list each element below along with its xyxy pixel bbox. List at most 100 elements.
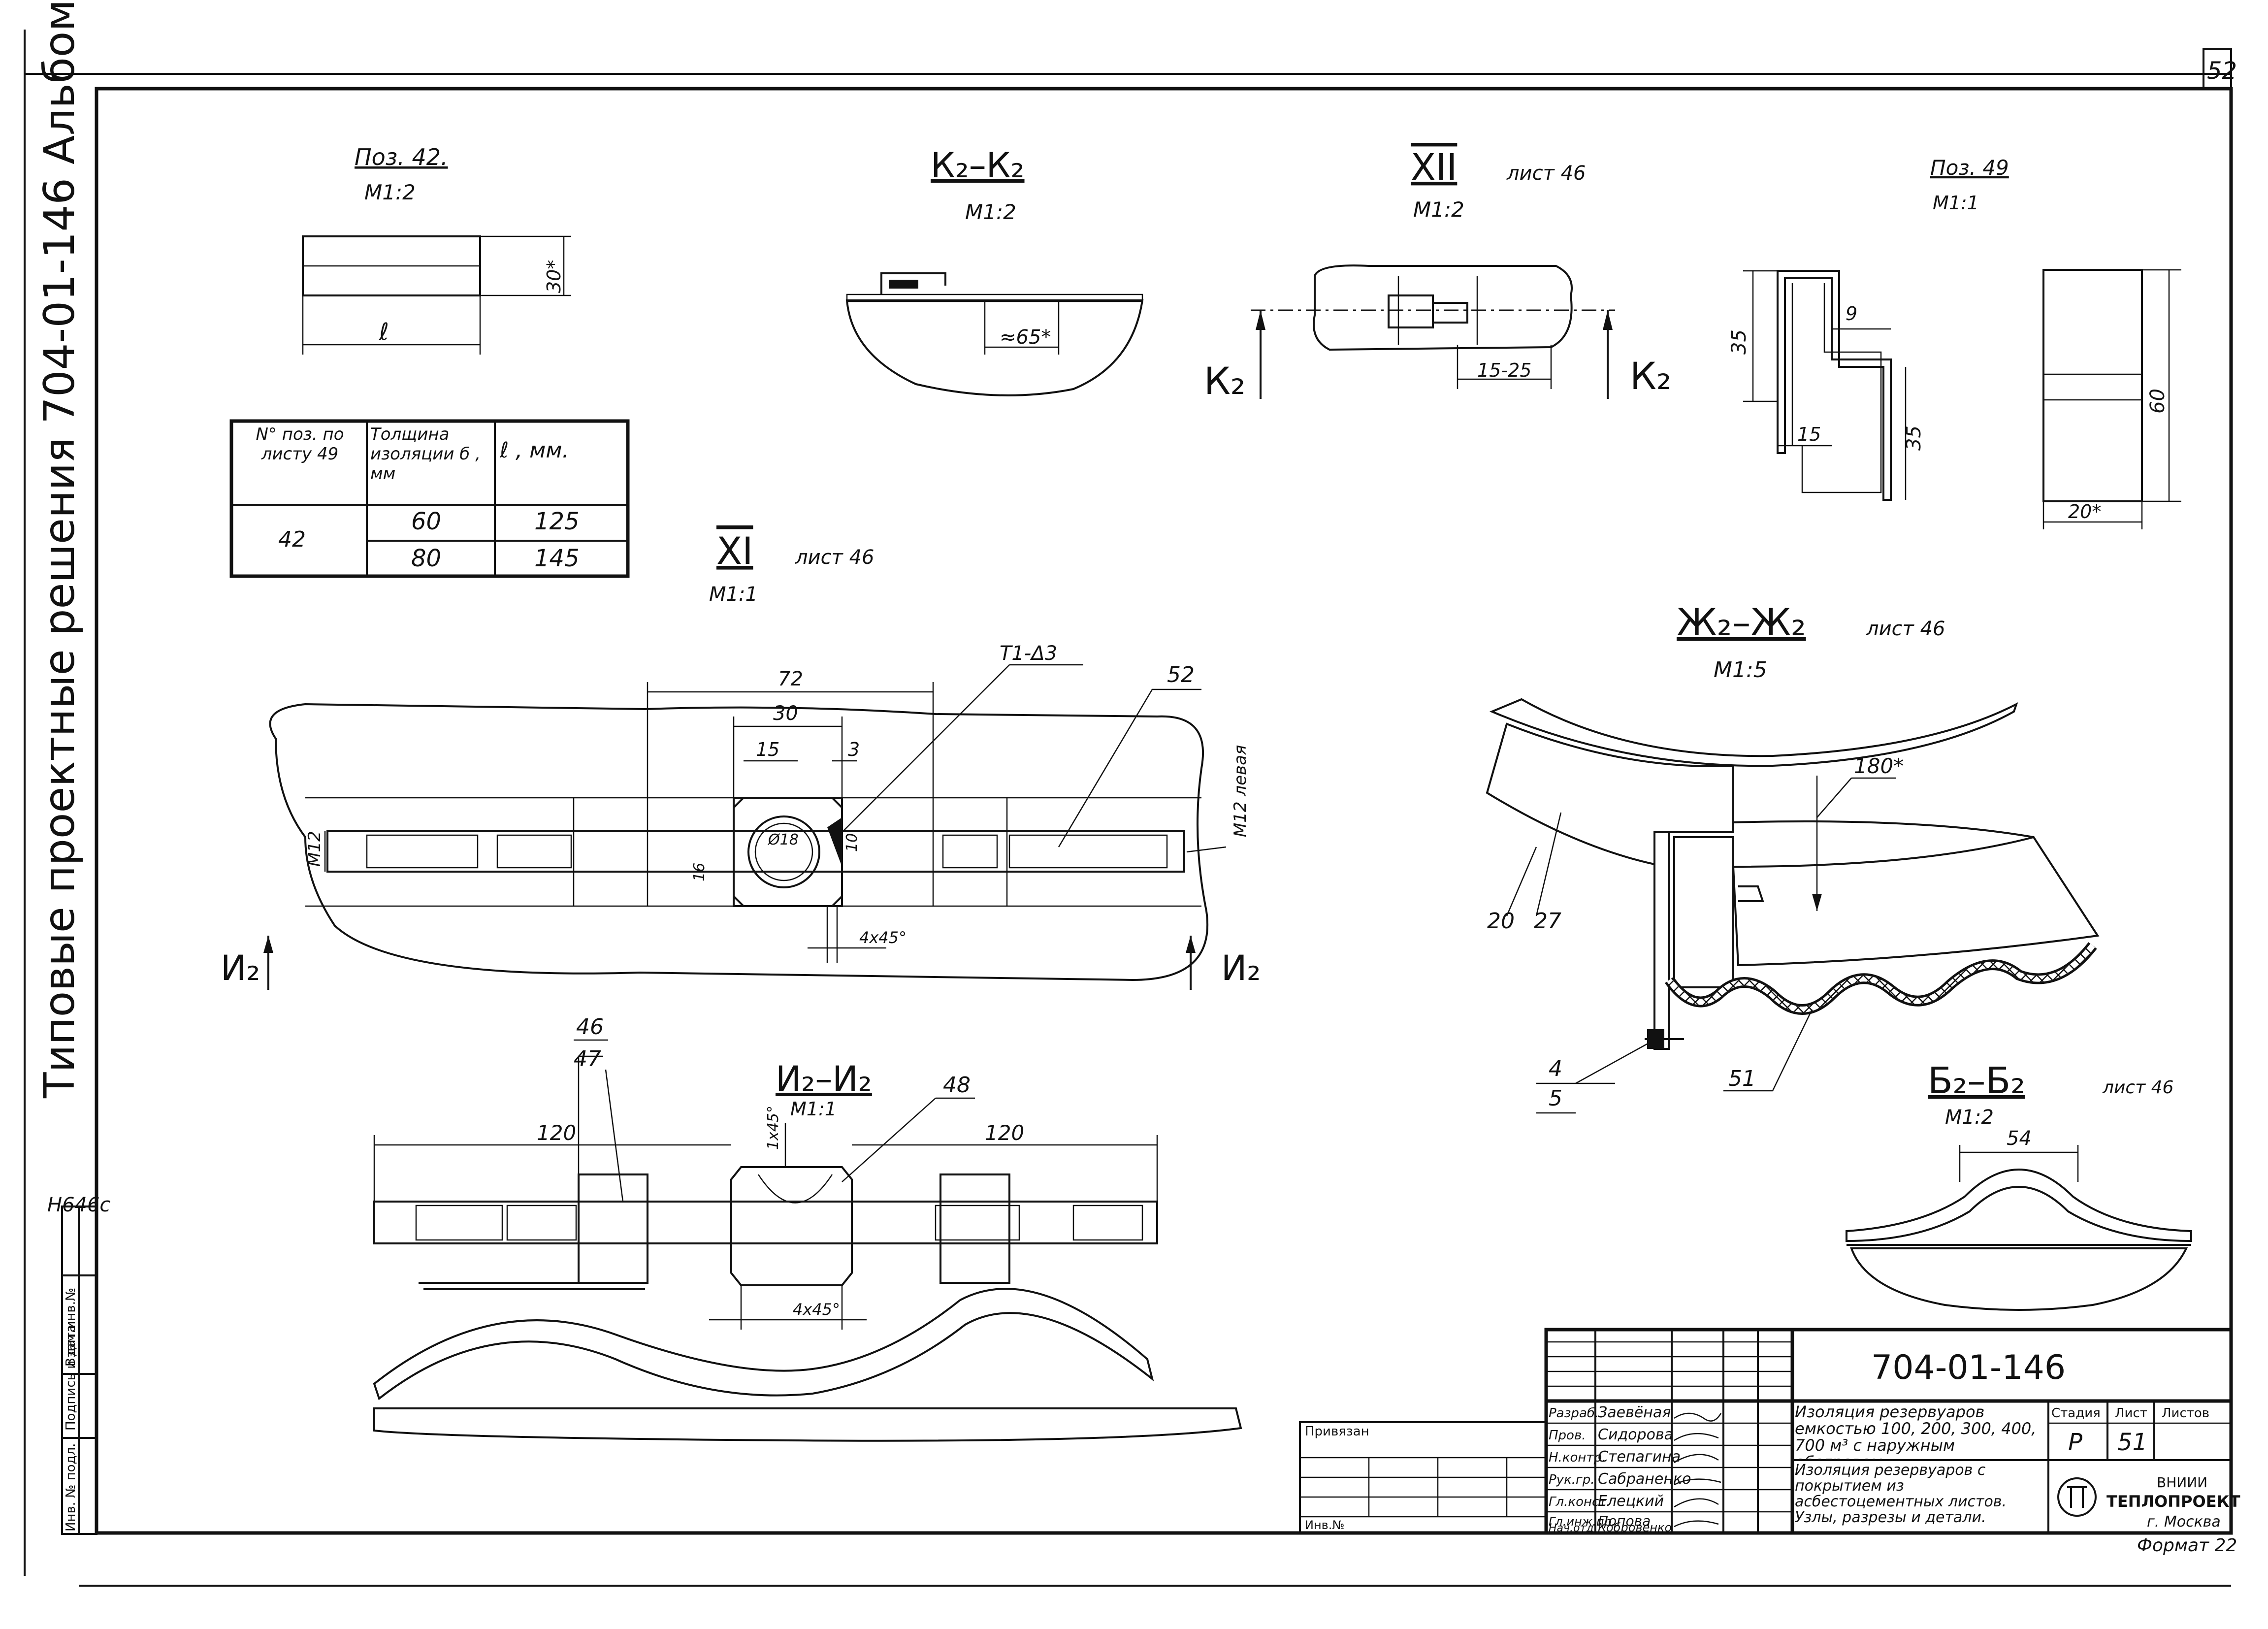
i2-callout-46: 46 xyxy=(576,1014,604,1040)
detail-poz49: Поз. 49 М1:1 35 9 15 35 60 20* xyxy=(1728,156,2181,529)
zh2-callout-27: 27 xyxy=(1534,909,1561,934)
strip-sign-label: Подпись и дата xyxy=(64,1325,78,1431)
poz49-dim-3: 15 xyxy=(1797,424,1821,445)
zh2-title: Ж₂–Ж₂ xyxy=(1677,600,1806,644)
xi-scale: М1:1 xyxy=(709,583,758,606)
tb-names: Заевёная Сидорова Степагина Сабраненко Е… xyxy=(1598,1404,1691,1534)
tb-name-6: Попова xyxy=(1598,1513,1651,1529)
tb-role-7: Нач.отд. xyxy=(1549,1522,1597,1534)
xi-dim-diam: Ø18 xyxy=(767,831,799,848)
i2-dim-120-left: 120 xyxy=(537,1121,576,1145)
b2-title: Б₂–Б₂ xyxy=(1928,1060,2025,1102)
table-header-length: ℓ , мм. xyxy=(500,438,569,463)
k2-title: К₂–К₂ xyxy=(931,145,1025,186)
xii-cut-right: К₂ xyxy=(1630,354,1671,398)
tb-org1: ВНИИИ xyxy=(2157,1474,2207,1491)
table-header-pos: N° поз. по листу 49 xyxy=(256,424,344,464)
tb-privyazan: Привязан xyxy=(1305,1424,1369,1439)
xi-dim-16: 16 xyxy=(691,863,708,881)
section-i2: И₂–И₂ М1:1 120 120 1x45° 4x45° 46 47 48 xyxy=(373,1014,1242,1442)
poz42-dim-height: 30* xyxy=(543,260,565,293)
detail-xi: XI лист 46 М1:1 Ø18 10 16 72 30 15 3 xyxy=(221,529,1261,990)
xi-dim-chamfer: 4x45° xyxy=(859,928,907,947)
xi-cut-right: И₂ xyxy=(1221,948,1261,988)
i2-dim-120-right: 120 xyxy=(985,1121,1024,1145)
section-b2: Б₂–Б₂ лист 46 М1:2 54 xyxy=(1846,1060,2192,1311)
i2-callout-48: 48 xyxy=(943,1073,971,1098)
side-title: Типовые проектные решения 704-01-146 Аль… xyxy=(35,0,84,1099)
tb-name-5: Елецкий xyxy=(1598,1493,1664,1510)
section-k2: К₂–К₂ М1:2 ≈65* xyxy=(845,145,1144,396)
poz42-dim-length: ℓ xyxy=(379,318,389,346)
xi-dim-72: 72 xyxy=(778,668,803,690)
sheet-corner-number: 52 xyxy=(2207,57,2237,85)
zh2-scale: М1:5 xyxy=(1714,657,1767,683)
xi-dim-3: 3 xyxy=(848,739,860,760)
tb-object-title: Изоляция резервуаров емкостью 100, 200, … xyxy=(1795,1403,2037,1460)
i2-callout-47: 47 xyxy=(574,1046,601,1072)
left-approval-strip: Инв. № подл. Подпись и дата Взам.инв.№ xyxy=(61,1205,97,1535)
tb-doc-code: 704-01-146 xyxy=(1871,1348,2066,1387)
xi-cut-left: И₂ xyxy=(221,948,260,988)
poz42-scale: М1:2 xyxy=(364,180,416,204)
tb-name-1: Заевёная xyxy=(1598,1404,1671,1421)
tb-format: Формат 22 xyxy=(2137,1535,2237,1556)
table-row2-len: 145 xyxy=(534,545,580,572)
xii-cut-left: К₂ xyxy=(1204,359,1245,403)
strip-inv-label: Инв. № подл. xyxy=(64,1443,78,1531)
poz49-dim-5: 60 xyxy=(2146,389,2169,414)
tb-role-1: Разраб. xyxy=(1549,1406,1599,1421)
xi-callout-52: 52 xyxy=(1167,662,1195,687)
i2-title: И₂–И₂ xyxy=(776,1059,872,1099)
tb-name-2: Сидорова xyxy=(1598,1426,1673,1443)
xi-title: XI xyxy=(716,529,753,573)
zh2-callout-5: 5 xyxy=(1549,1086,1562,1111)
poz49-dim-1: 35 xyxy=(1728,329,1750,355)
tb-sheet-title: Изоляция резервуаров с покрытием из асбе… xyxy=(1795,1463,2007,1526)
poz49-title: Поз. 49 xyxy=(1930,156,2009,180)
tb-sheets-label: Листов xyxy=(2162,1406,2209,1421)
xii-dim: 15-25 xyxy=(1477,359,1531,381)
xi-dim-15: 15 xyxy=(756,739,779,760)
zh2-callout-20: 20 xyxy=(1487,909,1515,934)
xi-dim-m12-left: М12 левая xyxy=(1231,745,1250,837)
tb-sheet-label: Лист xyxy=(2115,1406,2147,1421)
xi-dim-30: 30 xyxy=(773,702,798,725)
b2-scale: М1:2 xyxy=(1945,1106,1994,1129)
title-block: 704-01-146 Разраб. Пров. Н.контр. Рук.гр… xyxy=(1544,1328,2240,1556)
tb-stage-label: Стадия xyxy=(2051,1406,2101,1421)
tb-name-7: Кобровенко xyxy=(1598,1521,1672,1534)
org-logo-icon xyxy=(2057,1477,2097,1517)
table-pos-value: 42 xyxy=(278,527,306,552)
table-row1-thick: 60 xyxy=(411,508,441,535)
tb-name-3: Степагина xyxy=(1598,1448,1681,1466)
binding-block: Привязан Инв.№ xyxy=(1299,1421,1547,1534)
k2-dim: ≈65* xyxy=(1000,326,1051,349)
poz49-dim-6: 20* xyxy=(2068,501,2101,522)
tb-org2: ТЕПЛОПРОЕКТ xyxy=(2106,1492,2240,1511)
tb-signatures xyxy=(1674,1412,1722,1528)
tb-sheet: 51 xyxy=(2117,1429,2147,1456)
tb-stage: Р xyxy=(2068,1429,2082,1456)
tb-roles: Разраб. Пров. Н.контр. Рук.гр. Гл.конст.… xyxy=(1549,1406,1615,1534)
k2-scale: М1:2 xyxy=(965,200,1016,224)
poz42-title: Поз. 42. xyxy=(355,144,448,170)
xi-dim-m12: М12 xyxy=(305,831,324,867)
poz-table: N° поз. по листу 49 Толщина изоляции б ,… xyxy=(229,419,630,578)
tb-role-6: Гл.инж.пр. xyxy=(1549,1515,1615,1529)
xi-callout-t1: Т1-Δ3 xyxy=(1000,642,1057,665)
xii-title: XII xyxy=(1411,146,1457,189)
xii-ref: лист 46 xyxy=(1506,162,1586,185)
poz49-dim-4: 35 xyxy=(1903,425,1925,451)
zh2-callout-4: 4 xyxy=(1549,1056,1562,1081)
xi-dim-10: 10 xyxy=(843,833,861,852)
tb-role-4: Рук.гр. xyxy=(1549,1472,1594,1487)
tb-city: г. Москва xyxy=(2147,1513,2221,1531)
b2-dim: 54 xyxy=(2007,1127,2032,1150)
sheet-frame xyxy=(24,30,2233,1587)
poz49-scale: М1:1 xyxy=(1933,192,1979,214)
tb-role-5: Гл.конст. xyxy=(1549,1495,1611,1509)
table-header-thickness: Толщина изоляции б , мм xyxy=(370,424,481,484)
zh2-callout-51: 51 xyxy=(1728,1066,1756,1091)
